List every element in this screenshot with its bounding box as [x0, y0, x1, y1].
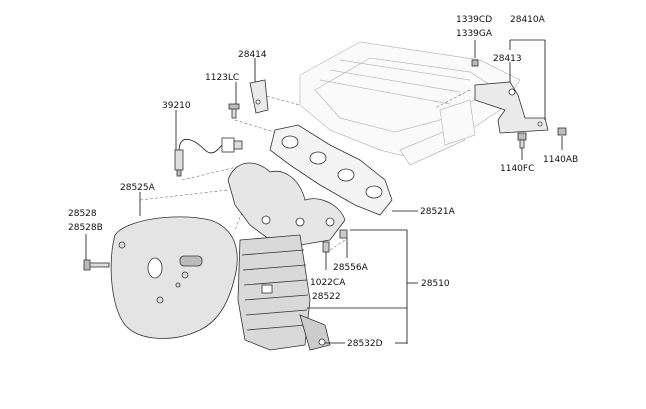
- bolt-1339CD: [471, 59, 479, 67]
- label-28528B[interactable]: 28528B: [68, 223, 103, 233]
- gasket-28521A: [269, 124, 393, 216]
- label-28510[interactable]: 28510: [421, 279, 450, 289]
- manifold-28510: [227, 162, 346, 351]
- bracket-28414: [249, 79, 269, 114]
- heat-shield-28525A: [110, 216, 238, 339]
- label-1140AB[interactable]: 1140AB: [543, 155, 578, 165]
- label-28414[interactable]: 28414: [238, 50, 267, 60]
- label-28413[interactable]: 28413: [493, 54, 522, 64]
- bolt-1123LC: [228, 103, 240, 119]
- label-1022CA[interactable]: 1022CA: [310, 278, 346, 288]
- bolt-1140AB: [557, 127, 567, 136]
- part-labels: 1339CD 1339GA 28410A 28413 28414 1123LC …: [68, 15, 578, 349]
- label-28525A[interactable]: 28525A: [120, 183, 156, 193]
- oxygen-sensor-39210: [174, 137, 243, 177]
- label-28410A[interactable]: 28410A: [510, 15, 546, 25]
- label-28528[interactable]: 28528: [68, 209, 97, 219]
- bolt-1140FC: [517, 132, 527, 149]
- label-1339GA[interactable]: 1339GA: [456, 29, 493, 39]
- label-1123LC[interactable]: 1123LC: [205, 73, 239, 83]
- engine-background: [299, 41, 521, 166]
- nut-28556A: [339, 229, 348, 239]
- label-1140FC[interactable]: 1140FC: [500, 164, 534, 174]
- label-28532D[interactable]: 28532D: [347, 339, 383, 349]
- label-28521A[interactable]: 28521A: [420, 207, 456, 217]
- label-39210[interactable]: 39210: [162, 101, 191, 111]
- label-28522[interactable]: 28522: [312, 292, 341, 302]
- bracket-28413: [474, 81, 549, 134]
- bolt-28528: [83, 259, 110, 271]
- leader-lines: [85, 39, 563, 344]
- label-28556A[interactable]: 28556A: [333, 263, 369, 273]
- stud-1022CA: [322, 241, 330, 253]
- label-1339CD[interactable]: 1339CD: [456, 15, 492, 25]
